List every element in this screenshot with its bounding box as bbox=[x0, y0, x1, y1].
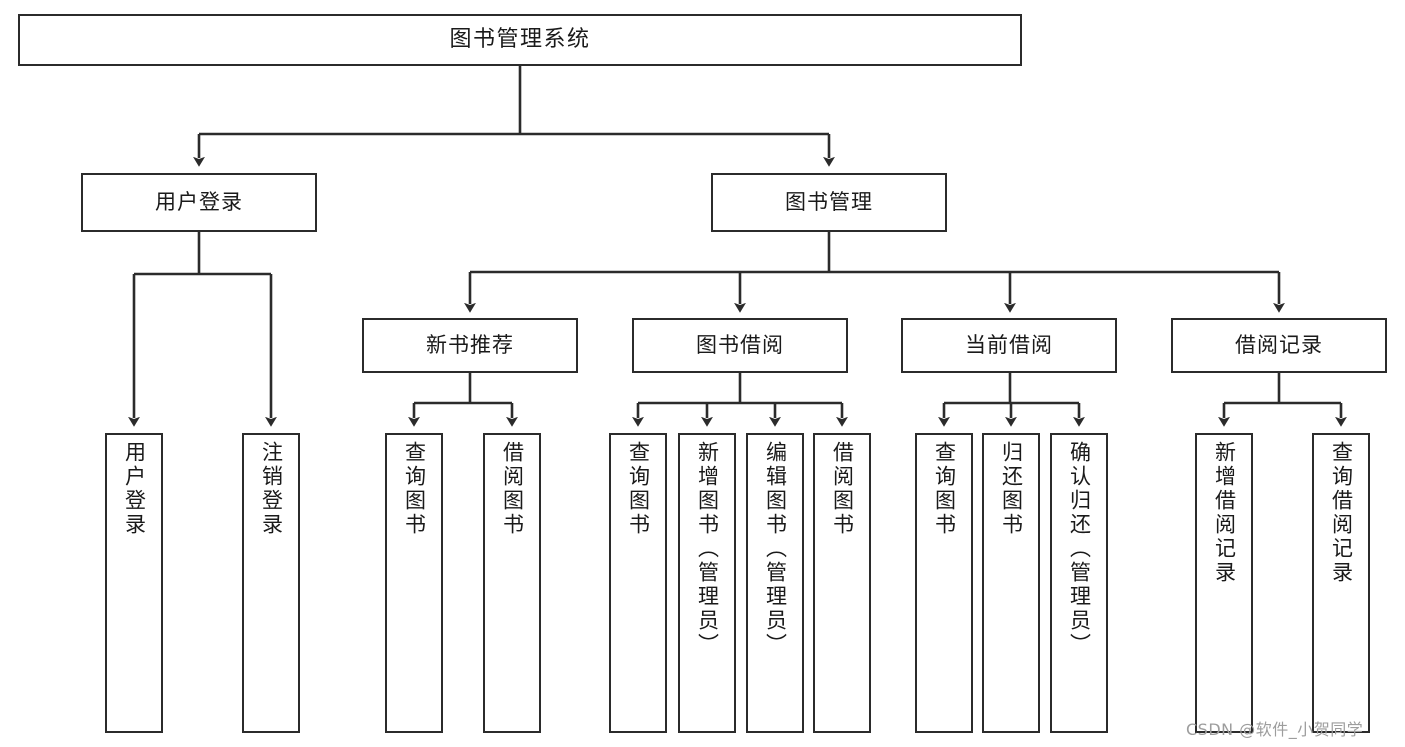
node-label: 编辑图书（管理员） bbox=[763, 441, 788, 657]
leaf-search-book-borrow[interactable]: 查询图书 bbox=[609, 433, 667, 733]
node-root-library-system[interactable]: 图书管理系统 bbox=[18, 14, 1022, 66]
node-label: 用户登录 bbox=[122, 441, 147, 537]
node-label: 新增图书（管理员） bbox=[695, 441, 720, 657]
node-label: 当前借阅 bbox=[965, 333, 1053, 358]
leaf-search-borrow-record[interactable]: 查询借阅记录 bbox=[1312, 433, 1370, 733]
node-label: 新增借阅记录 bbox=[1212, 441, 1237, 585]
node-label: 借阅图书 bbox=[830, 441, 855, 537]
node-label: 用户登录 bbox=[155, 190, 243, 215]
node-current-borrow[interactable]: 当前借阅 bbox=[901, 318, 1117, 373]
node-label: 注销登录 bbox=[259, 441, 284, 537]
node-new-book-recommend[interactable]: 新书推荐 bbox=[362, 318, 578, 373]
leaf-borrow-book[interactable]: 借阅图书 bbox=[813, 433, 871, 733]
node-label: 图书管理 bbox=[785, 190, 873, 215]
node-book-borrow[interactable]: 图书借阅 bbox=[632, 318, 848, 373]
leaf-confirm-return-admin[interactable]: 确认归还（管理员） bbox=[1050, 433, 1108, 733]
leaf-search-book-recommend[interactable]: 查询图书 bbox=[385, 433, 443, 733]
leaf-return-book[interactable]: 归还图书 bbox=[982, 433, 1040, 733]
node-label: 图书借阅 bbox=[696, 333, 784, 358]
node-label: 图书管理系统 bbox=[449, 27, 591, 53]
leaf-search-book-current[interactable]: 查询图书 bbox=[915, 433, 973, 733]
node-label: 查询借阅记录 bbox=[1329, 441, 1354, 585]
leaf-user-login[interactable]: 用户登录 bbox=[105, 433, 163, 733]
node-label: 确认归还（管理员） bbox=[1067, 441, 1092, 657]
node-user-login[interactable]: 用户登录 bbox=[81, 173, 317, 232]
node-label: 借阅记录 bbox=[1235, 333, 1323, 358]
csdn-watermark: CSDN @软件_小贺同学 bbox=[1186, 720, 1364, 739]
leaf-logout[interactable]: 注销登录 bbox=[242, 433, 300, 733]
leaf-borrow-book-recommend[interactable]: 借阅图书 bbox=[483, 433, 541, 733]
leaf-add-book-admin[interactable]: 新增图书（管理员） bbox=[678, 433, 736, 733]
node-label: 归还图书 bbox=[999, 441, 1024, 537]
node-borrow-record[interactable]: 借阅记录 bbox=[1171, 318, 1387, 373]
node-book-management[interactable]: 图书管理 bbox=[711, 173, 947, 232]
leaf-edit-book-admin[interactable]: 编辑图书（管理员） bbox=[746, 433, 804, 733]
node-label: 查询图书 bbox=[626, 441, 651, 537]
leaf-add-borrow-record[interactable]: 新增借阅记录 bbox=[1195, 433, 1253, 733]
node-label: 查询图书 bbox=[402, 441, 427, 537]
node-label: 查询图书 bbox=[932, 441, 957, 537]
node-label: 新书推荐 bbox=[426, 333, 514, 358]
node-label: 借阅图书 bbox=[500, 441, 525, 537]
